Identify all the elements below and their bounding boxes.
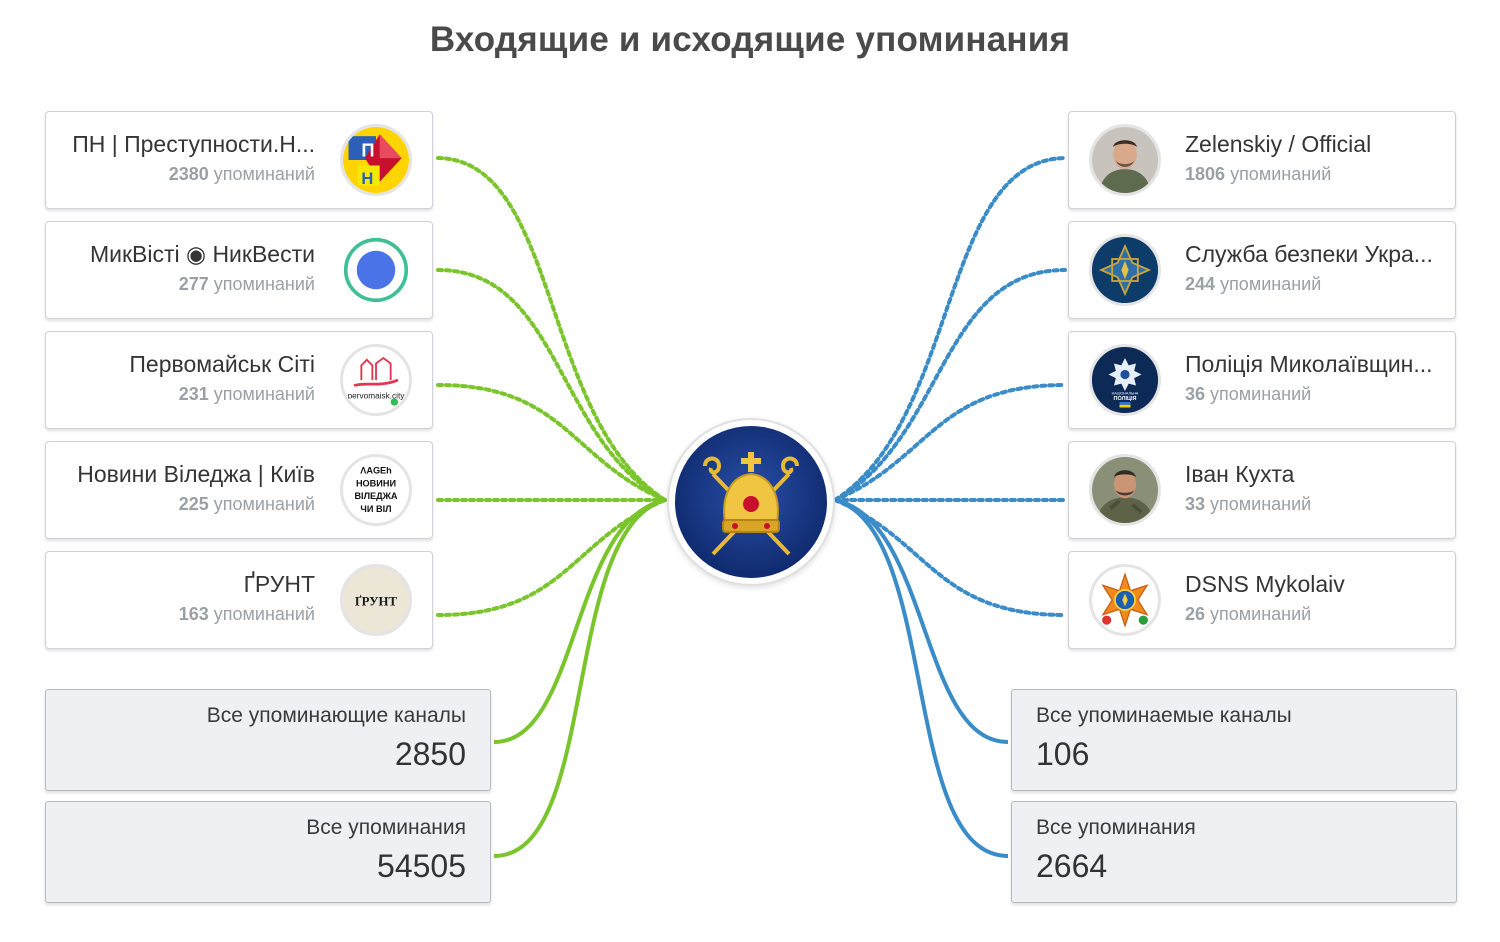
total-outgoing-mentions: Все упоминания 2664 [1011, 801, 1457, 903]
channel-name: DSNS Mykolaiv [1185, 571, 1345, 597]
incoming-channel-card[interactable]: Новини Віледжа | Київ 225 упоминаний ΛAG… [45, 441, 433, 539]
grunt-logo-icon: ҐРУНТ [340, 564, 412, 636]
mention-count: 163 упоминаний [178, 604, 315, 624]
link-in-0 [436, 156, 667, 502]
outgoing-channel-card[interactable]: НАЦІОНАЛЬНА ПОЛІЦІЯ Поліція Миколаївщин.… [1068, 331, 1456, 429]
dsns-emblem-icon [1089, 564, 1161, 636]
outgoing-channel-card[interactable]: Іван Кухта 33 упоминаний [1068, 441, 1456, 539]
mention-count: 2380 упоминаний [168, 164, 315, 184]
link-in-1 [436, 268, 667, 502]
total-value: 2850 [394, 736, 466, 772]
police-emblem-icon: НАЦІОНАЛЬНА ПОЛІЦІЯ [1089, 344, 1161, 416]
svg-text:ВІЛЕДЖА: ВІЛЕДЖА [354, 491, 397, 501]
incoming-channel-card[interactable]: ПН | Преступности.Н... 2380 упоминаний П… [45, 111, 433, 209]
link-out-0 [833, 156, 1067, 502]
outgoing-channel-card[interactable]: DSNS Mykolaiv 26 упоминаний [1068, 551, 1456, 649]
village-news-icon: ΛAGEh НОВИНИ ВІЛЕДЖА ЧИ ВІЛ [340, 454, 412, 526]
total-incoming-mentions: Все упоминания 54505 [45, 801, 491, 903]
sbu-emblem-icon [1089, 234, 1161, 306]
mention-count: 1806 упоминаний [1185, 164, 1332, 184]
channel-name: Первомайськ Сіті [129, 351, 315, 377]
pervomaisk-city-icon: pervomaisk.city [340, 344, 412, 416]
svg-text:pervomaisk.city: pervomaisk.city [348, 391, 406, 400]
incoming-channel-card[interactable]: ҐРУНТ 163 упоминаний ҐРУНТ [45, 551, 433, 649]
total-incoming-channels: Все упоминающие каналы 2850 [45, 689, 491, 791]
mention-count: 36 упоминаний [1185, 384, 1312, 404]
svg-text:П: П [361, 139, 374, 160]
mention-count: 231 упоминаний [178, 384, 315, 404]
total-value: 106 [1036, 736, 1090, 772]
link-total-out-0 [834, 498, 1009, 744]
link-out-2 [833, 383, 1067, 502]
link-total-in-1 [493, 498, 666, 858]
mention-count: 33 упоминаний [1185, 494, 1312, 514]
svg-text:ҐРУНТ: ҐРУНТ [355, 595, 398, 609]
total-label: Все упоминания [306, 816, 466, 839]
channel-name: МикВісті ◉ НикВести [89, 241, 315, 267]
total-label: Все упоминания [1036, 816, 1196, 839]
svg-text:ЧИ ВІЛ: ЧИ ВІЛ [360, 504, 391, 514]
soldier-photo-icon [1089, 454, 1161, 526]
svg-text:НОВИНИ: НОВИНИ [356, 478, 396, 488]
svg-text:ПОЛІЦІЯ: ПОЛІЦІЯ [1114, 396, 1137, 402]
pn-logo-icon: П Н [340, 124, 412, 196]
outgoing-channel-card[interactable]: Zelenskiy / Official 1806 упоминаний [1068, 111, 1456, 209]
total-label: Все упоминаемые каналы [1036, 704, 1292, 727]
center-channel-avatar[interactable] [667, 418, 835, 586]
svg-text:НАЦІОНАЛЬНА: НАЦІОНАЛЬНА [1112, 392, 1139, 396]
channel-name: Новини Віледжа | Київ [77, 461, 315, 487]
page-title: Входящие и исходящие упоминания [429, 20, 1071, 59]
mention-count: 225 упоминаний [178, 494, 315, 514]
total-value: 54505 [377, 848, 466, 884]
total-label: Все упоминающие каналы [206, 704, 466, 727]
mention-count: 277 упоминаний [178, 274, 315, 294]
channel-name: Zelenskiy / Official [1185, 131, 1372, 157]
channel-name: ПН | Преступности.Н... [72, 131, 315, 157]
channel-name: Поліція Миколаївщин... [1185, 351, 1433, 377]
channel-name: ҐРУНТ [243, 571, 315, 597]
blue-dot-icon [340, 234, 412, 306]
link-out-1 [833, 268, 1067, 502]
link-total-in-0 [493, 498, 666, 744]
link-total-out-1 [834, 498, 1009, 858]
channel-name: Іван Кухта [1185, 461, 1295, 487]
incoming-channel-card[interactable]: МикВісті ◉ НикВести 277 упоминаний [45, 221, 433, 319]
svg-text:ΛAGEh: ΛAGEh [360, 466, 392, 476]
mention-count: 26 упоминаний [1185, 604, 1312, 624]
person-photo-icon [1089, 124, 1161, 196]
total-outgoing-channels: Все упоминаемые каналы 106 [1011, 689, 1457, 791]
coat-of-arms-icon [675, 426, 827, 578]
link-in-2 [436, 383, 667, 502]
total-value: 2664 [1036, 848, 1108, 884]
outgoing-channel-card[interactable]: Служба безпеки Укра... 244 упоминаний [1068, 221, 1456, 319]
svg-text:Н: Н [361, 170, 373, 188]
incoming-channel-card[interactable]: Первомайськ Сіті 231 упоминаний pervomai… [45, 331, 433, 429]
channel-name: Служба безпеки Укра... [1185, 241, 1433, 267]
mention-count: 244 упоминаний [1185, 274, 1322, 294]
